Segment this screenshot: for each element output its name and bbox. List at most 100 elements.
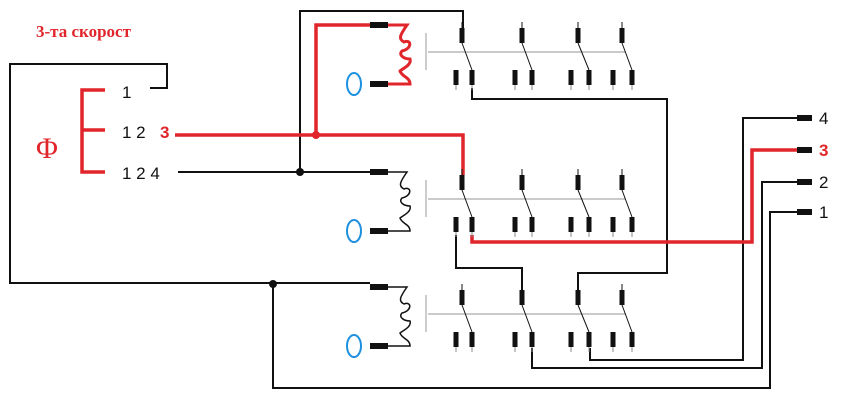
coil-terminal-top	[370, 22, 388, 28]
common-contact	[619, 175, 625, 190]
wire-active-coil1	[314, 23, 372, 135]
coil-terminal-top	[370, 284, 388, 290]
wire-switch-loop	[9, 63, 370, 284]
common-contact	[575, 175, 581, 190]
position-1-label: 1	[122, 83, 131, 102]
coil-terminal-bottom	[370, 228, 388, 234]
switch-blade	[461, 42, 473, 71]
output-label-4: 4	[819, 109, 828, 128]
relay-3	[346, 284, 635, 358]
common-contact	[575, 28, 581, 43]
no-contact	[586, 70, 592, 85]
junction-dot	[269, 280, 277, 288]
wire-output-4	[589, 117, 800, 361]
no-contact	[629, 332, 635, 347]
wire-relay1-to-relay3	[471, 88, 668, 290]
wire-relay1-feed	[299, 10, 464, 172]
nc-contact	[568, 70, 574, 85]
contact-group-2	[512, 169, 535, 237]
switch-blade	[621, 42, 633, 71]
output-label-2: 2	[819, 173, 828, 192]
position-2-label: 1 2	[122, 123, 146, 142]
common-contact	[459, 175, 465, 190]
no-contact	[629, 217, 635, 232]
coil-winding-icon	[388, 286, 411, 347]
no-contact	[586, 332, 592, 347]
no-contact	[586, 217, 592, 232]
wire-relay2-to-relay3	[455, 235, 523, 290]
coil-core-icon	[346, 334, 362, 358]
nc-contact	[453, 332, 459, 347]
common-contact	[519, 28, 525, 43]
common-contact	[519, 175, 525, 190]
nc-contact	[512, 70, 518, 85]
nc-contact	[610, 217, 616, 232]
contact-group-4	[610, 22, 635, 90]
contact-group-3	[568, 169, 592, 237]
coil-core-icon	[346, 72, 362, 96]
switch-blade	[577, 304, 590, 333]
wire-active-output-3	[470, 148, 800, 244]
no-contact	[629, 70, 635, 85]
contact-group-4	[610, 169, 635, 237]
common-contact	[619, 28, 625, 43]
output-terminal-1	[797, 209, 812, 215]
output-terminal-4	[797, 115, 812, 121]
no-contact	[529, 332, 535, 347]
common-contact	[619, 290, 625, 305]
common-contact	[575, 290, 581, 305]
no-contact	[529, 217, 535, 232]
position-2-active-label: 3	[160, 123, 169, 142]
contact-group-1	[453, 284, 475, 352]
junction-dot	[312, 131, 320, 139]
relay-1	[346, 22, 635, 96]
output-label-3: 3	[819, 141, 828, 160]
coil-terminal-bottom	[370, 81, 388, 87]
switch-blade	[461, 189, 473, 218]
nc-contact	[453, 70, 459, 85]
switch-blade	[521, 42, 533, 71]
speed-title: 3-та скорост	[36, 22, 132, 41]
output-terminal-2	[797, 179, 812, 185]
position-3-label: 1 2 4	[122, 164, 160, 183]
nc-contact	[512, 217, 518, 232]
contact-group-4	[610, 284, 635, 352]
no-contact	[529, 70, 535, 85]
nc-contact	[610, 70, 616, 85]
switch-blade	[621, 304, 633, 333]
coil-core-icon	[346, 219, 362, 243]
nc-contact	[512, 332, 518, 347]
nc-contact	[568, 332, 574, 347]
relay-2	[346, 169, 635, 243]
junction-dot	[296, 168, 304, 176]
contact-group-2	[512, 22, 535, 90]
wire-output-1	[272, 211, 800, 389]
contact-group-3	[568, 22, 592, 90]
wire-active-pos3	[175, 133, 465, 175]
nc-contact	[610, 332, 616, 347]
nc-contact	[453, 217, 459, 232]
no-contact	[469, 217, 475, 232]
switch-bracket	[80, 88, 105, 174]
coil-terminal-top	[370, 169, 388, 175]
switch-blade	[577, 189, 590, 218]
switch-blade	[577, 42, 590, 71]
coil-terminal-bottom	[370, 343, 388, 349]
output-terminal-3	[797, 147, 812, 153]
wire-output-2	[531, 181, 800, 369]
selector-switch: Φ 1 1 2 3 1 2 4	[36, 83, 169, 183]
common-contact	[519, 290, 525, 305]
output-label-1: 1	[819, 203, 828, 222]
contact-group-1	[453, 169, 475, 237]
contact-group-1	[453, 22, 475, 90]
coil-winding-icon	[388, 171, 411, 232]
coil-winding-icon	[388, 23, 412, 86]
switch-blade	[521, 304, 533, 333]
common-contact	[459, 290, 465, 305]
contact-group-3	[568, 284, 592, 352]
switch-blade	[461, 304, 473, 333]
common-contact	[459, 28, 465, 43]
no-contact	[469, 70, 475, 85]
switch-blade	[621, 189, 633, 218]
